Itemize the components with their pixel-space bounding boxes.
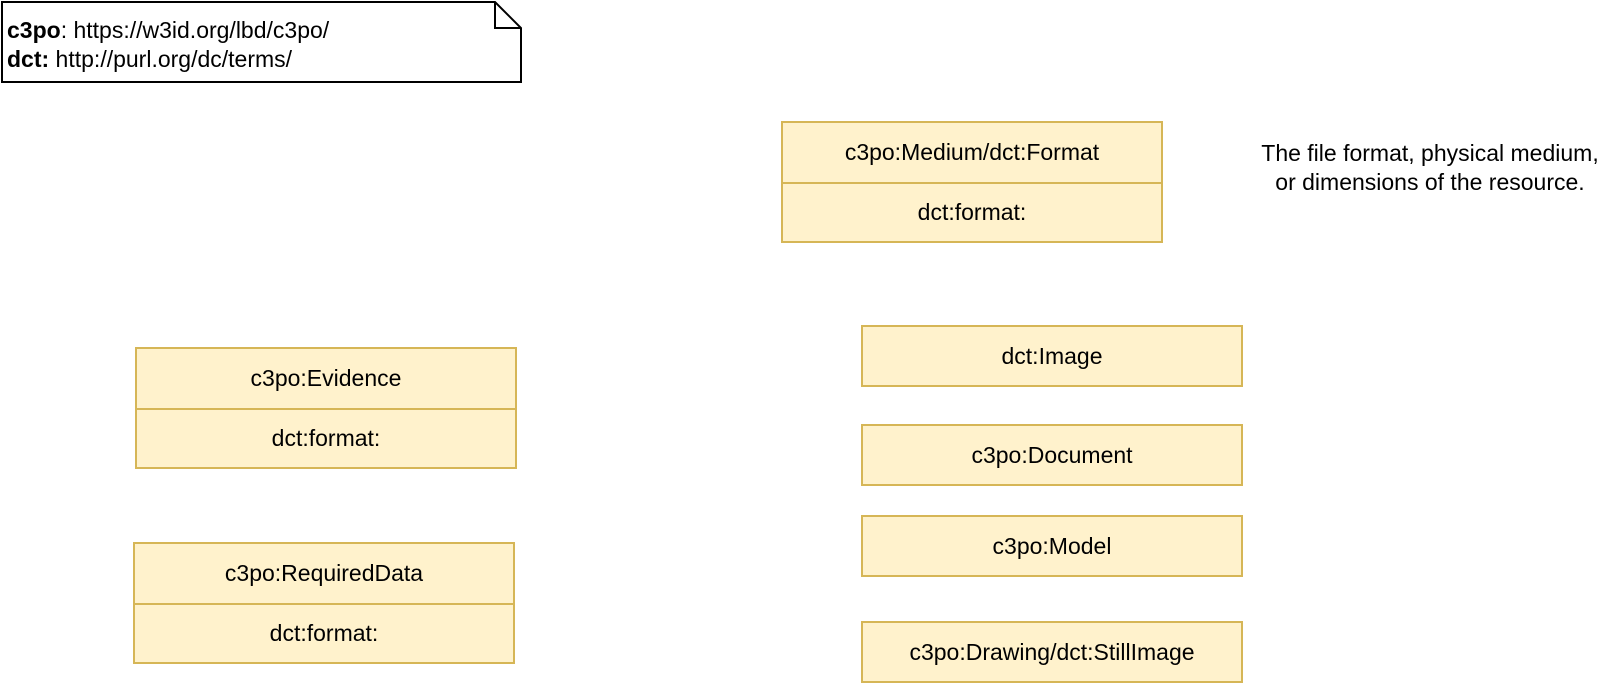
class-name: c3po:Model — [992, 532, 1112, 559]
class-document[interactable]: c3po:Document — [861, 424, 1243, 486]
class-name: c3po:Evidence — [250, 365, 402, 391]
class-image[interactable]: dct:Image — [861, 325, 1243, 387]
namespace-prefix-dct: dct: — [7, 46, 50, 72]
namespace-line-dct: dct: http://purl.org/dc/terms/ — [7, 45, 329, 74]
class-attribute: dct:format: — [135, 603, 513, 662]
namespace-line-c3po: c3po: https://w3id.org/lbd/c3po/ — [7, 16, 329, 45]
class-medium-format[interactable]: c3po:Medium/dct:Format dct:format: — [781, 121, 1163, 243]
class-name: dct:Image — [1001, 342, 1103, 369]
namespace-prefix-c3po: c3po — [7, 17, 61, 43]
note-text: c3po: https://w3id.org/lbd/c3po/ dct: ht… — [7, 16, 329, 74]
note-shape — [1, 1, 522, 83]
format-comment: The file format, physical medium, or dim… — [1245, 139, 1615, 197]
class-drawing[interactable]: c3po:Drawing/dct:StillImage — [861, 621, 1243, 683]
class-model[interactable]: c3po:Model — [861, 515, 1243, 577]
class-name: c3po:Medium/dct:Format — [844, 139, 1100, 165]
class-required-data[interactable]: c3po:RequiredData dct:format: — [133, 542, 515, 664]
comment-line-1: The file format, physical medium, — [1261, 140, 1599, 166]
class-attribute: dct:format: — [137, 408, 515, 467]
namespace-note: c3po: https://w3id.org/lbd/c3po/ dct: ht… — [1, 1, 523, 83]
class-name: c3po:Document — [971, 441, 1133, 468]
class-name: c3po:RequiredData — [224, 560, 424, 586]
comment-line-2: or dimensions of the resource. — [1275, 169, 1585, 195]
class-name: c3po:Drawing/dct:StillImage — [909, 638, 1195, 665]
namespace-uri-dct: http://purl.org/dc/terms/ — [49, 46, 293, 72]
namespace-uri-c3po: : https://w3id.org/lbd/c3po/ — [60, 17, 330, 43]
class-attribute: dct:format: — [783, 182, 1161, 241]
class-evidence[interactable]: c3po:Evidence dct:format: — [135, 347, 517, 469]
